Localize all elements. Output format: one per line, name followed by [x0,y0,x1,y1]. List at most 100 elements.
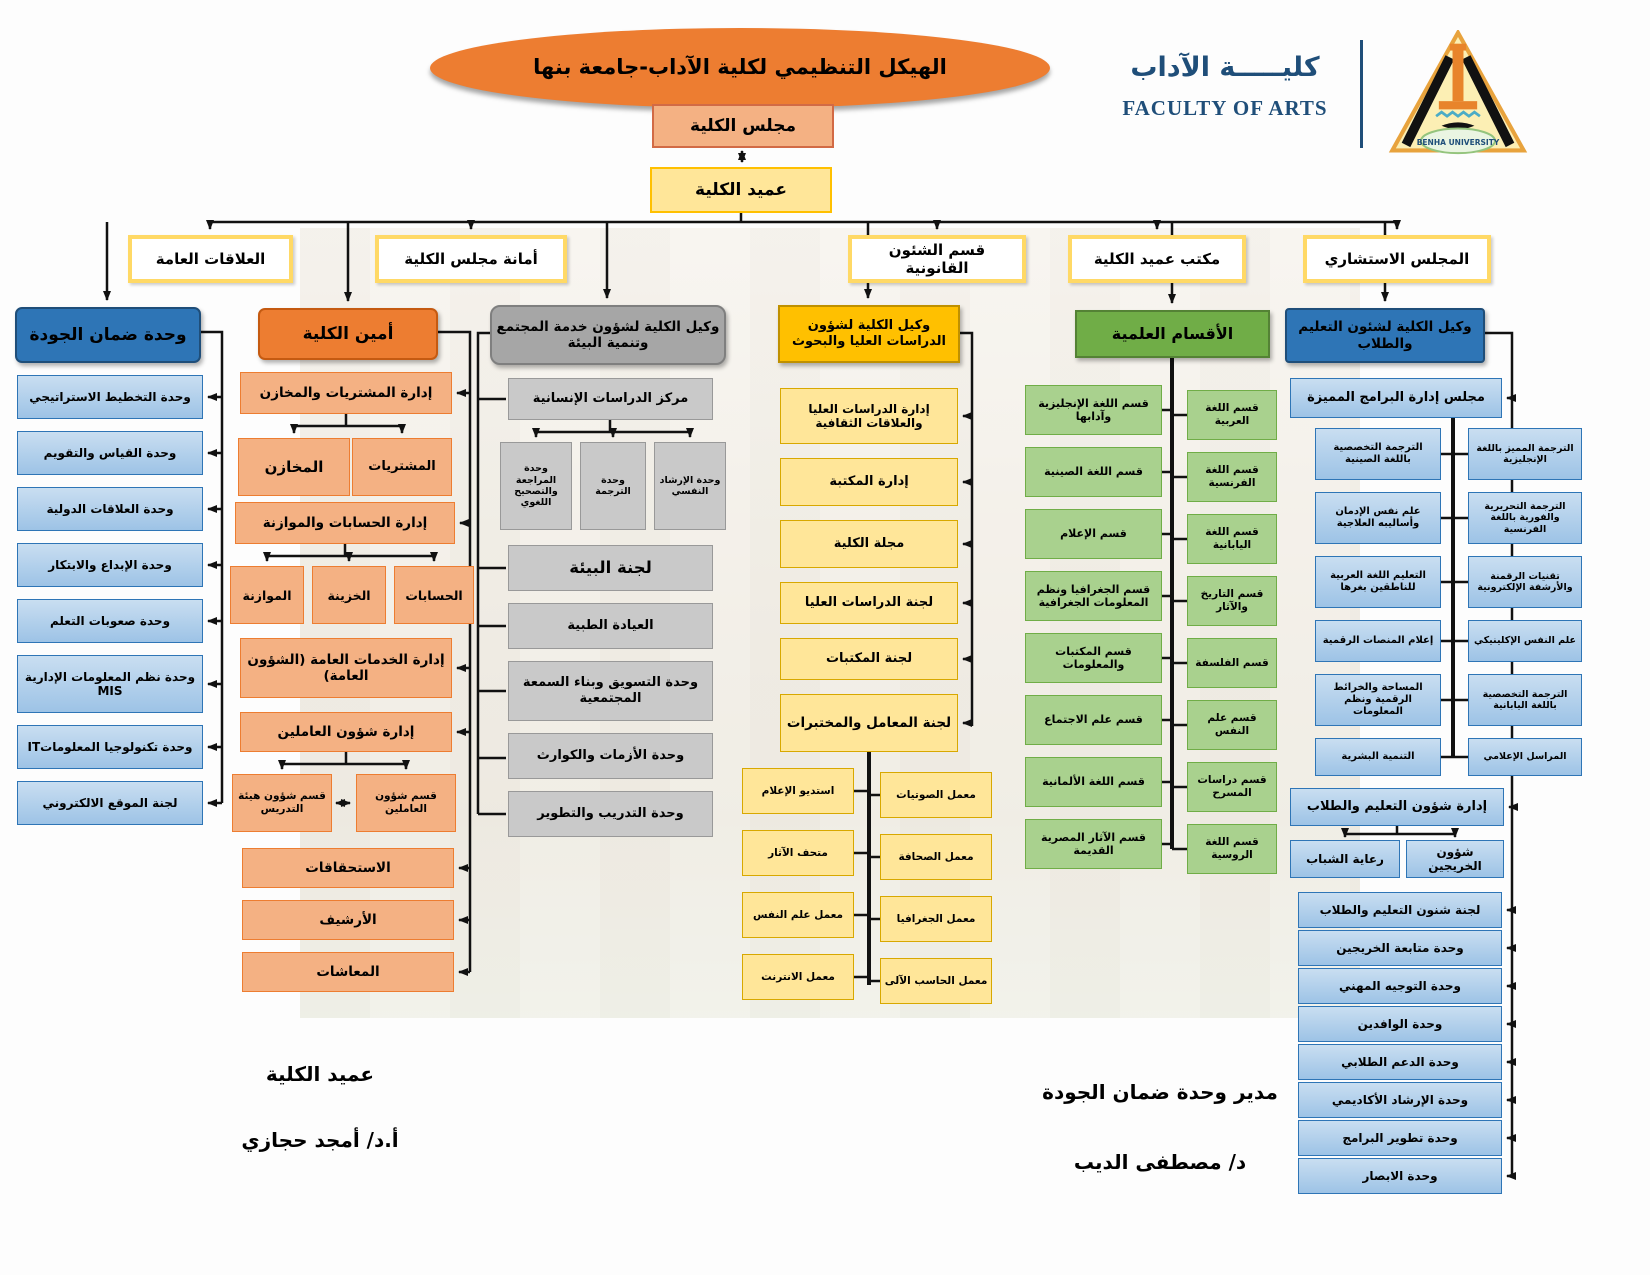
community-unit-box: لجنة البيئة [508,545,713,591]
dean-signature-name: أ.د/ أمجد حجازي [241,1128,399,1152]
staff-child-box: قسم شؤون العاملين [356,774,456,832]
education-unit-box: وحدة الوافدين [1298,1006,1502,1042]
program-box: الترجمة التحريرية والفورية باللغة الفرنس… [1468,492,1582,544]
programs-right-list: الترجمة المميز باللغة الإنجليزية الترجمة … [1468,428,1582,776]
program-box: علم نفس الإدمان وأساليبه العلاجية [1315,492,1441,544]
public-relations-box: العلاقات العامة [128,235,293,283]
department-box: قسم الجغرافيا ونظم المعلومات الجغرافية [1025,571,1162,621]
lab-box: استديو الإعلام [742,768,854,814]
logo-divider [1360,40,1363,148]
department-box: قسم الإعلام [1025,509,1162,559]
department-box: قسم اللغة العربية [1187,390,1277,440]
programs-left-list: الترجمة التخصصية باللغة الصينية علم نفس ا… [1315,428,1441,776]
department-box: قسم المكتبات والمعلومات [1025,633,1162,683]
staff-children-row: قسم شؤون العاملين قسم شؤون هيئة التدريس [232,774,456,832]
department-box: قسم اللغة الإنجليزية وآدابها [1025,385,1162,435]
community-vice-dean-header: وكيل الكلية لشؤون خدمة المجتمع وتنمية ال… [490,305,726,365]
humanities-center-child-box: وحدة الإرشاد النفسي [654,442,726,530]
program-box: التنمية البشرية [1315,738,1441,776]
college-council-box: مجلس الكلية [652,104,834,148]
departments-header: الأقسام العلمية [1075,310,1270,358]
humanities-center-child-box: وحدة المراجعة والتصحيح اللغوي [500,442,572,530]
department-box: قسم دراسات المسرح [1187,762,1277,812]
lab-box: معمل الصوتيات [880,772,992,818]
program-box: التعليم اللغة العربية للناطقين بغرها [1315,556,1441,608]
quality-director-signature-name: د/ مصطفى الديب [1073,1150,1247,1174]
department-box: قسم الفلسفة [1187,638,1277,688]
benha-university-logo-icon: BENHA UNIVERSITY [1388,30,1528,155]
accounts-child-box: الخزينة [312,566,386,624]
quality-unit-box: وحدة العلاقات الدولية [17,487,203,531]
dean-signature-title: عميد الكلية [265,1062,375,1086]
quality-unit-box: وحدة الإبداع والابتكار [17,543,203,587]
department-box: قسم اللغة الروسية [1187,824,1277,874]
graduate-unit-box: لجنة الدراسات العليا [780,582,958,624]
staff-child-box: قسم شؤون هيئة التدريس [232,774,332,832]
graduate-vice-dean-header: وكيل الكلية لشؤون الدراسات العليا والبحو… [778,305,960,363]
department-box: قسم الآثار المصرية القديمة [1025,819,1162,869]
secretary-extra-box: المعاشات [242,952,454,992]
lab-box: معمل الانترنت [742,954,854,1000]
faculty-logo-english: FACULTY OF ARTS [1122,96,1328,120]
program-box: الترجمة التخصصية باللغة الصينية [1315,428,1441,480]
education-unit-box: لجنة شنون التعليم والطلاب [1298,892,1502,928]
program-box: المساحة والخرائط الرقمية ونظم المعلومات [1315,674,1441,726]
lab-box: معمل علم النفس [742,892,854,938]
program-box: المراسل الإعلامي [1468,738,1582,776]
lab-box: معمل الجغرافيا [880,896,992,942]
education-unit-box: وحدة تطوير البرامج [1298,1120,1502,1156]
faculty-logo-arabic: كليـــــة الآداب [1130,52,1320,83]
graduate-unit-box: إدارة المكتبة [780,458,958,506]
education-unit-box: وحدة متابعة الخريجين [1298,930,1502,966]
lab-box: معمل الصحافة [880,834,992,880]
community-unit-box: وحدة التسويق وبناء السمعة المجتمعية [508,661,713,721]
quality-unit-box: لجنة الموقع الالكتروني [17,781,203,825]
advisory-council-box: المجلس الاستشاري [1303,235,1491,283]
education-vice-dean-header: وكيل الكلية لشئون التعليم والطلاب [1285,308,1485,363]
department-box: قسم اللغة الصينية [1025,447,1162,497]
community-unit-box: وحدة التدريب والتطوير [508,791,713,837]
distinguished-programs-board-box: مجلس إدارة البرامج المميزة [1290,378,1502,418]
education-unit-box: وحدة الدعم الطلابي [1298,1044,1502,1080]
staff-affairs-admin-box: إدارة شؤون العاملين [240,712,452,752]
community-unit-box: العيادة الطبية [508,603,713,649]
graduate-unit-box: لجنة المكتبات [780,638,958,680]
purchases-child-box: المشتريات [352,438,452,496]
graduate-unit-box: لجنة المعامل والمختبرات [780,694,958,752]
accounts-child-box: الحسابات [394,566,474,624]
quality-unit-box: وحدة التخطيط الاستراتيجي [17,375,203,419]
program-box: الترجمة التخصصية باللغة اليابانية [1468,674,1582,726]
students-admin-child-box: رعاية الشباب [1290,840,1400,878]
departments-left-list: قسم اللغة الإنجليزية وآدابها قسم اللغة ال… [1025,385,1162,869]
graduate-units-list: إدارة الدراسات العليا والعلاقات الثقافية… [780,388,958,752]
education-unit-box: وحدة التوجيه المهني [1298,968,1502,1004]
humanities-studies-center-box: مركز الدراسات الإنسانية [508,378,713,420]
program-box: إعلام المنصات الرقمية [1315,620,1441,662]
quality-unit-box: وحدة تكنولوجيا المعلوماتIT [17,725,203,769]
program-box: الترجمة المميز باللغة الإنجليزية [1468,428,1582,480]
department-box: قسم علم الاجتماع [1025,695,1162,745]
general-services-admin-box: إدارة الخدمات العامة (الشؤون العامة) [240,638,452,698]
program-box: علم النفس الإكلينيكي [1468,620,1582,662]
quality-unit-box: وحدة صعوبات التعلم [17,599,203,643]
purchases-child-box: المخازن [238,438,350,496]
community-units-list: لجنة البيئة العيادة الطبية وحدة التسويق وب… [508,545,713,837]
education-students-admin-box: إدارة شؤون التعليم والطلاب [1290,788,1504,826]
secretary-extra-box: الأرشيف [242,900,454,940]
dean-office-box: مكتب عميد الكلية [1068,235,1246,283]
department-box: قسم التاريخ والآثار [1187,576,1277,626]
education-unit-box: وحدة الإرشاد الأكاديمي [1298,1082,1502,1118]
dean-box: عميد الكلية [650,167,832,213]
students-admin-child-box: شؤون الخريجين [1406,840,1504,878]
department-box: قسم علم النفس [1187,700,1277,750]
lab-box: معمل الحاسب الآلى [880,958,992,1004]
department-box: قسم اللغة الألمانية [1025,757,1162,807]
accounts-budget-admin-box: إدارة الحسابات والموازنة [235,502,455,544]
